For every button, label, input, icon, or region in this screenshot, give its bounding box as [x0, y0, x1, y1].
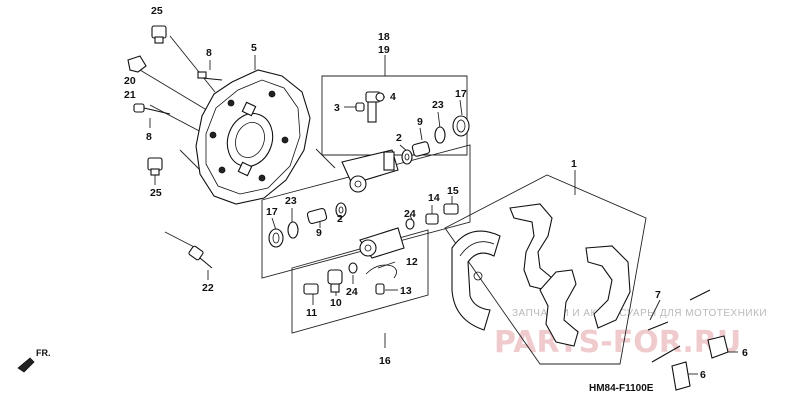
wheel-cylinder-lower — [359, 227, 405, 259]
dust-seal-17-upper — [452, 115, 470, 137]
callout-14: 14 — [428, 192, 440, 204]
callout-3: 3 — [334, 102, 340, 114]
flange-nut-upper — [151, 25, 167, 44]
brake-shoe-right — [585, 245, 631, 329]
callouts: 25 8 5 20 21 8 25 18 19 4 3 23 17 9 2 1 … — [124, 5, 748, 381]
callout-1: 1 — [571, 158, 577, 170]
brake-shoe-top — [509, 203, 553, 291]
callout-8-lower: 8 — [146, 131, 152, 143]
clip — [127, 55, 147, 73]
callout-2-lower: 2 — [337, 213, 343, 225]
callout-23-lower: 23 — [285, 195, 297, 207]
callout-22: 22 — [202, 282, 214, 294]
callout-4: 4 — [390, 91, 396, 103]
clip-12 — [365, 264, 397, 279]
callout-10: 10 — [330, 297, 342, 309]
bolt-lower — [133, 103, 171, 115]
bleeder-13 — [375, 283, 385, 295]
callout-25-upper: 25 — [151, 5, 163, 17]
boot-23-lower — [287, 221, 299, 239]
bleeder-15 — [443, 203, 459, 215]
spring-7 — [647, 289, 711, 363]
cup-seal-2-upper — [401, 149, 413, 165]
retainer-6-upper — [707, 335, 729, 359]
callout-13: 13 — [400, 285, 412, 297]
callout-9-upper: 9 — [417, 116, 423, 128]
flange-nut-lower — [147, 157, 163, 176]
washer-24-low — [348, 262, 358, 274]
front-direction-label: FR. — [36, 348, 51, 358]
watermark-caption: ЗАПЧАСТИ И АКСЕССУАРЫ ДЛЯ МОТОТЕХНИКИ — [512, 308, 767, 319]
callout-12: 12 — [406, 256, 418, 268]
watermark-logo: PARTS-FOR.RU — [494, 325, 741, 360]
callout-5: 5 — [251, 42, 257, 54]
callout-25-lower: 25 — [150, 187, 162, 199]
callout-24-mid: 24 — [404, 208, 416, 220]
callout-23-upper: 23 — [432, 99, 444, 111]
wheel-cylinder-upper — [341, 149, 399, 193]
wheel-cylinder-upper-box — [321, 75, 468, 156]
retainer-6-lower — [671, 361, 691, 391]
nut-10 — [327, 269, 343, 293]
diagram-code: HM84-F1100E — [589, 383, 654, 394]
brake-shoe-left — [451, 230, 501, 331]
bolt-11 — [303, 283, 319, 295]
washer-24-mid — [405, 218, 415, 230]
front-direction-arrow — [17, 357, 35, 373]
bleeder-valve — [365, 91, 385, 123]
cup-seal-2-lower — [335, 202, 347, 218]
bolt-upper — [197, 71, 223, 81]
brake-shoe-middle — [539, 269, 579, 347]
callout-17-lower: 17 — [266, 206, 278, 218]
callout-18: 18 — [378, 31, 390, 43]
bolt-22 — [188, 245, 213, 269]
callout-20: 20 — [124, 75, 136, 87]
callout-11: 11 — [306, 307, 317, 319]
callout-8-upper: 8 — [206, 47, 212, 59]
callout-6-lower: 6 — [700, 369, 706, 381]
wheel-cylinder-middle-box — [261, 144, 471, 279]
callout-21: 21 — [124, 89, 136, 101]
callout-19: 19 — [378, 44, 390, 56]
callout-17-upper: 17 — [455, 88, 467, 100]
dust-seal-17-lower — [268, 228, 284, 248]
callout-2-upper: 2 — [396, 132, 402, 144]
callout-6-upper: 6 — [742, 347, 748, 359]
callout-9-lower: 9 — [316, 227, 322, 239]
piston-9-upper — [411, 141, 431, 157]
callout-15: 15 — [447, 185, 459, 197]
spring-14 — [425, 213, 439, 225]
brake-panel — [195, 69, 311, 205]
boot-23-upper — [434, 126, 446, 144]
brake-shoe-box — [444, 174, 647, 365]
callout-16: 16 — [379, 355, 391, 367]
callout-24-low: 24 — [346, 286, 358, 298]
piston-9-lower — [306, 207, 328, 225]
callout-7: 7 — [655, 289, 661, 301]
cap-3 — [355, 102, 365, 112]
